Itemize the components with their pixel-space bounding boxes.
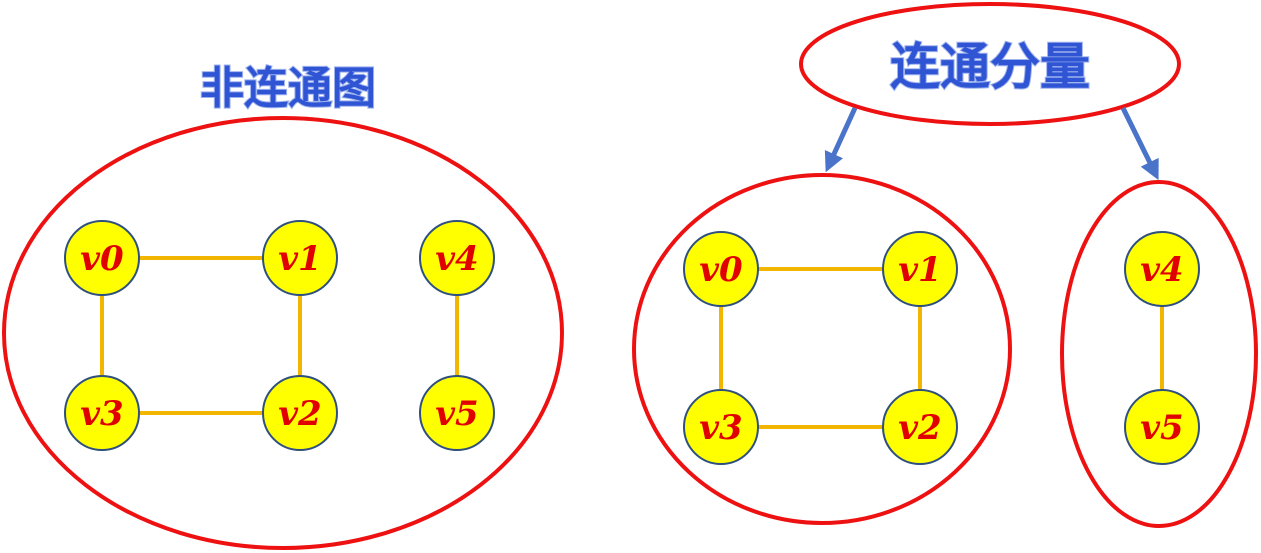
graph-node: v2 xyxy=(262,375,338,451)
graph-node: v2 xyxy=(882,389,958,465)
graph-node: v0 xyxy=(64,220,140,296)
graph-node: v4 xyxy=(1124,231,1200,307)
component-2-boundary xyxy=(1060,180,1258,528)
graph-node: v4 xyxy=(419,220,495,296)
components-title-ellipse xyxy=(799,2,1181,126)
graph-node: v3 xyxy=(64,375,140,451)
node-label: v0 xyxy=(80,239,124,279)
node-label: v4 xyxy=(1140,250,1183,290)
node-label: v1 xyxy=(898,250,941,290)
graph-node: v1 xyxy=(262,220,338,296)
node-label: v3 xyxy=(80,394,123,434)
node-label: v5 xyxy=(435,394,478,434)
node-label: v1 xyxy=(278,239,321,279)
node-label: v5 xyxy=(1140,408,1183,448)
node-label: v2 xyxy=(898,408,941,448)
node-label: v4 xyxy=(435,239,478,279)
graph-node: v3 xyxy=(683,389,759,465)
disconnected-graph-title: 非连通图 xyxy=(200,63,376,114)
component-1-boundary xyxy=(632,173,1012,525)
node-label: v0 xyxy=(699,250,743,290)
left-graph-nodes: v0 v1 v2 v3 v4 v5 xyxy=(64,220,495,451)
graph-node: v5 xyxy=(1124,389,1200,465)
graph-node: v5 xyxy=(419,375,495,451)
disconnected-graph-boundary xyxy=(2,116,564,550)
component-1-edges xyxy=(719,267,922,429)
connected-components-title: 连通分量 xyxy=(890,38,1090,96)
graph-node: v0 xyxy=(683,231,759,307)
node-label: v2 xyxy=(278,394,321,434)
graph-node: v1 xyxy=(882,231,958,307)
arrow-to-component-1 xyxy=(824,106,858,173)
node-label: v3 xyxy=(699,408,742,448)
component-1-nodes: v0 v1 v2 v3 xyxy=(683,231,958,465)
component-2-nodes: v4 v5 xyxy=(1124,231,1200,465)
arrow-to-component-2 xyxy=(1120,106,1159,181)
